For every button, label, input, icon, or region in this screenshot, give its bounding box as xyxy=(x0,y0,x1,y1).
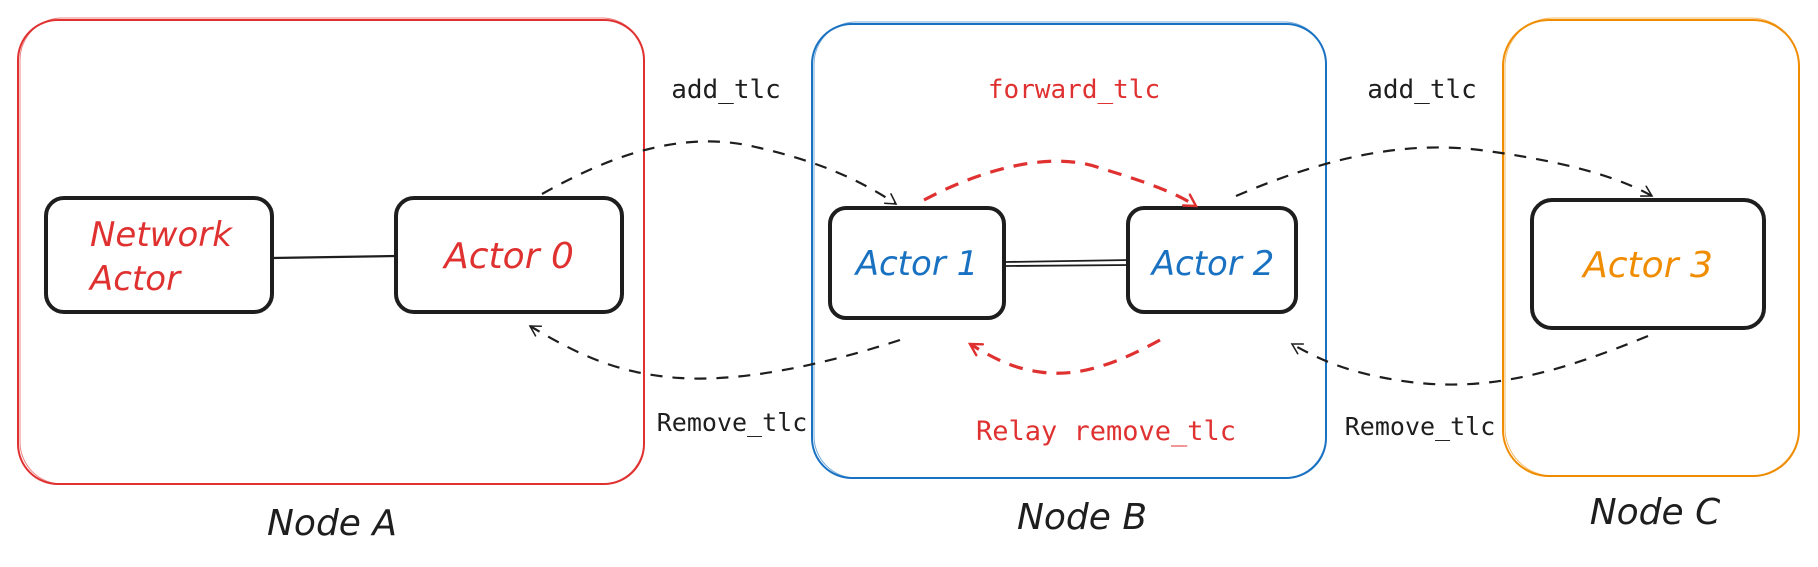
node-c-box xyxy=(1502,17,1800,477)
label-forward-tlc: forward_tlc xyxy=(988,75,1160,105)
arrow-relay-remove-tlc xyxy=(967,338,1161,375)
node-b-label: Node B xyxy=(1017,497,1147,538)
link-actor1-actor2 xyxy=(1005,259,1131,267)
arrow-remove-tlc-left xyxy=(528,325,901,380)
label-remove-tlc-left: Remove_tlc xyxy=(657,408,808,437)
network-actor-box xyxy=(44,196,274,314)
actor-1-box xyxy=(828,206,1006,320)
actor-3-label: Actor 3 xyxy=(1581,245,1713,286)
actor-1-label: Actor 1 xyxy=(854,244,979,284)
node-a-label: Node A xyxy=(267,503,397,544)
link-network-actor0 xyxy=(271,254,397,260)
arrow-forward-tlc xyxy=(923,159,1199,208)
network-actor-label-line2: Actor xyxy=(88,259,182,299)
network-actor-label-line1: Network xyxy=(90,215,233,255)
actor-0-label: Actor 0 xyxy=(442,236,574,277)
label-relay-remove-tlc: Relay remove_tlc xyxy=(976,416,1236,447)
actor-2-box xyxy=(1126,206,1298,314)
node-c-label: Node C xyxy=(1590,492,1721,533)
label-add-tlc-right: add_tlc xyxy=(1367,75,1477,105)
node-b-box xyxy=(811,21,1327,479)
actor-0-box xyxy=(394,196,624,314)
actor-3-box xyxy=(1530,198,1766,330)
label-add-tlc-left: add_tlc xyxy=(671,75,781,105)
arrow-add-tlc-left xyxy=(541,140,898,205)
actor-2-label: Actor 2 xyxy=(1150,244,1275,284)
node-a-box xyxy=(17,17,645,485)
arrow-remove-tlc-right xyxy=(1290,334,1649,386)
label-remove-tlc-right: Remove_tlc xyxy=(1345,412,1496,441)
arrow-add-tlc-right xyxy=(1235,146,1654,198)
